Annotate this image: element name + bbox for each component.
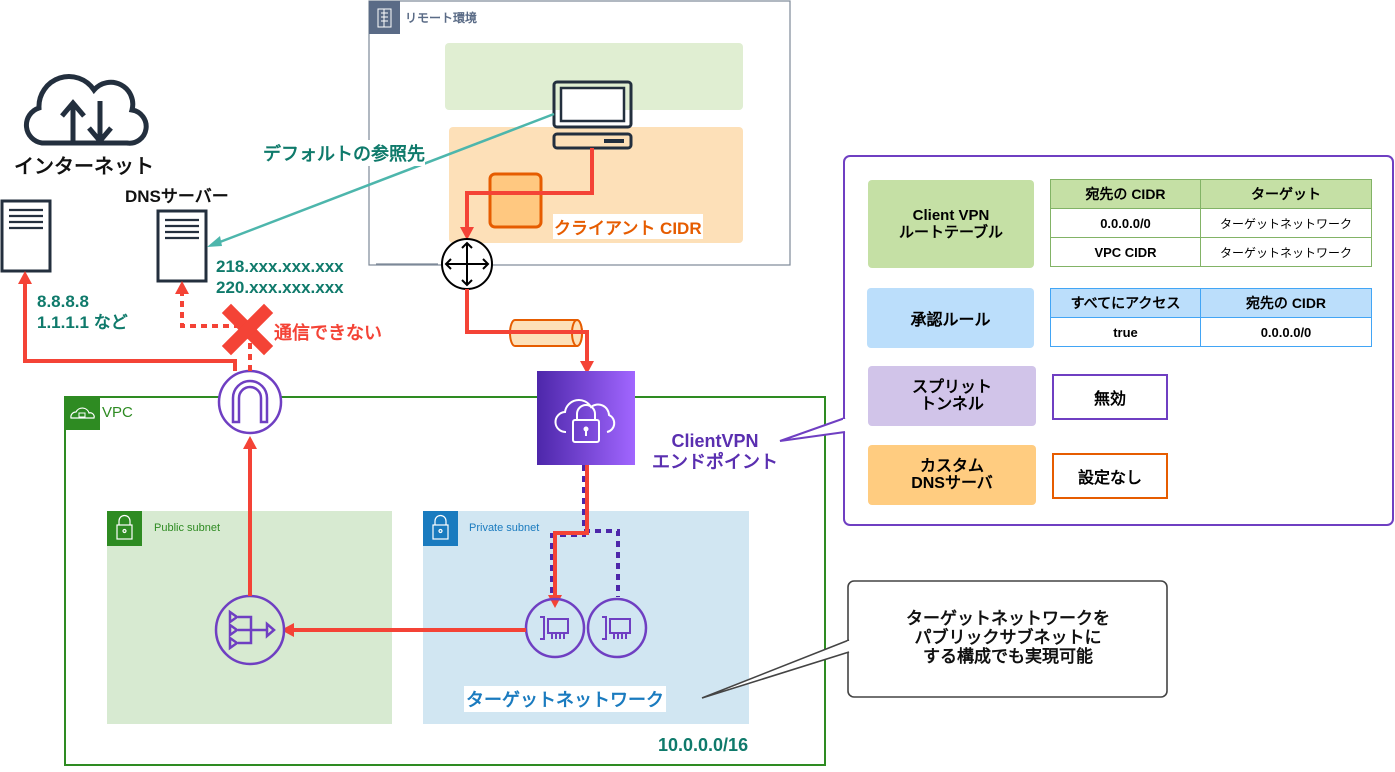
internet-gateway-icon <box>217 369 283 435</box>
split-tunnel-label-line1: スプリット <box>911 379 992 396</box>
route-table-label-line1: Client VPN <box>912 207 990 224</box>
endpoint-label-line2: エンドポイント <box>652 452 778 472</box>
table-row: VPC CIDR ターゲットネットワーク <box>1050 237 1372 267</box>
callout-note-text: ターゲットネットワークを パブリックサブネットに する構成でも実現可能 <box>850 609 1166 666</box>
auth-rule-table: すべてにアクセス 宛先の CIDR true 0.0.0.0/0 <box>1050 288 1372 347</box>
split-tunnel-value: 無効 <box>1052 374 1168 420</box>
route-table-header-row: 宛先の CIDR ターゲット <box>1050 179 1372 209</box>
target-network-label: ターゲットネットワーク <box>464 686 666 712</box>
flow-laptop-to-router <box>465 148 594 228</box>
auth-rule-label: 承認ルール <box>867 288 1034 348</box>
private-subnet-label: Private subnet <box>469 522 540 534</box>
auth-rule-header-row: すべてにアクセス 宛先の CIDR <box>1050 288 1372 318</box>
route-table-label: Client VPN ルートテーブル <box>868 180 1034 268</box>
flow-endpoint-to-eni <box>553 465 589 596</box>
internet-cloud-icon <box>23 74 149 146</box>
isp-dns-ip-1: 218.xxx.xxx.xxx <box>216 257 344 276</box>
default-dns-reference-line <box>211 112 555 247</box>
callout-note-line2: パブリックサブネットに <box>914 628 1102 647</box>
client-vpn-endpoint-icon <box>537 371 635 465</box>
blocked-label: 通信できない <box>274 323 382 343</box>
isp-dns-ips: 218.xxx.xxx.xxx 220.xxx.xxx.xxx <box>216 256 344 298</box>
callout-note-box <box>701 580 1168 699</box>
client-cidr-icon <box>488 172 543 229</box>
route-cidr-cell: 0.0.0.0/0 <box>1050 208 1201 238</box>
auth-cidr-cell: 0.0.0.0/0 <box>1200 317 1372 347</box>
lock-icon <box>116 514 449 540</box>
split-tunnel-label: スプリット トンネル <box>868 366 1036 426</box>
flow-igw-to-public-dns <box>23 283 237 371</box>
endpoint-label: ClientVPN エンドポイント <box>640 431 790 473</box>
custom-dns-label-line1: カスタム <box>919 458 984 475</box>
public-subnet-label: Public subnet <box>154 522 221 534</box>
vpc-label: VPC <box>102 404 133 421</box>
auth-rule-header-cidr: 宛先の CIDR <box>1200 288 1372 318</box>
route-target-cell: ターゲットネットワーク <box>1200 208 1372 238</box>
callout-note-line1: ターゲットネットワークを <box>906 609 1110 628</box>
flow-router-to-endpoint <box>465 289 589 362</box>
public-dns-server-icon <box>0 199 52 273</box>
auth-rule-header-access: すべてにアクセス <box>1050 288 1201 318</box>
route-table-header-target: ターゲット <box>1200 179 1372 209</box>
client-laptop-icon <box>552 80 633 150</box>
internet-label: インターネット <box>14 156 154 178</box>
route-table-header-cidr: 宛先の CIDR <box>1050 179 1201 209</box>
route-table-label-line2: ルートテーブル <box>898 224 1004 241</box>
remote-environment-label: リモート環境 <box>405 11 478 25</box>
blocked-x-icon <box>221 303 274 356</box>
endpoint-label-line1: ClientVPN <box>671 431 759 451</box>
custom-dns-label: カスタム DNSサーバ <box>868 445 1036 505</box>
default-reference-label: デフォルトの参照先 <box>263 140 425 166</box>
public-dns-ip-1: 8.8.8.8 <box>37 292 89 311</box>
building-icon <box>377 8 392 28</box>
vpc-cloud-icon <box>70 407 95 419</box>
custom-dns-value: 設定なし <box>1052 453 1168 499</box>
nat-gateway-icon <box>214 594 286 666</box>
public-dns-ips: 8.8.8.8 1.1.1.1 など <box>37 291 128 333</box>
table-row: 0.0.0.0/0 ターゲットネットワーク <box>1050 208 1372 238</box>
isp-dns-ip-2: 220.xxx.xxx.xxx <box>216 278 344 297</box>
router-icon <box>441 238 493 290</box>
isp-dns-server-label: DNSサーバー <box>125 187 229 206</box>
custom-dns-label-line2: DNSサーバ <box>911 475 993 492</box>
route-cidr-cell: VPC CIDR <box>1050 237 1201 267</box>
client-cidr-label: クライアント CIDR <box>553 214 703 239</box>
route-table: 宛先の CIDR ターゲット 0.0.0.0/0 ターゲットネットワーク VPC… <box>1050 179 1372 267</box>
public-dns-ip-2: 1.1.1.1 など <box>37 313 128 332</box>
route-target-cell: ターゲットネットワーク <box>1200 237 1372 267</box>
callout-note-line3: する構成でも実現可能 <box>923 647 1093 666</box>
split-tunnel-label-line2: トンネル <box>920 396 984 413</box>
isp-dns-server-icon <box>156 209 208 283</box>
table-row: true 0.0.0.0/0 <box>1050 317 1372 347</box>
auth-access-cell: true <box>1050 317 1201 347</box>
vpc-cidr-label: 10.0.0.0/16 <box>658 735 749 755</box>
